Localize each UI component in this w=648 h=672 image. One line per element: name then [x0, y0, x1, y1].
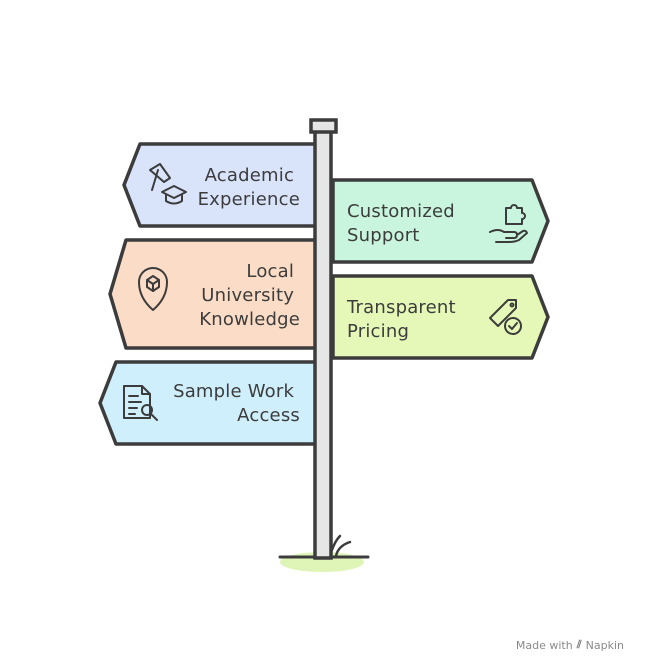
sign-customized-support-line-1: Customized [347, 201, 455, 222]
sign-academic-experience-line-1: Academic [205, 165, 294, 186]
sign-local-university-knowledge-text: Local University Knowledge [199, 261, 300, 330]
watermark-brand: Napkin [585, 638, 624, 652]
sign-sample-work-access: Sample Work Access [98, 360, 324, 446]
graduation-icon [149, 163, 187, 205]
sign-local-university-knowledge-line-1: Local [246, 261, 294, 282]
watermark: Made with ⫽ Napkin [516, 638, 624, 652]
sign-local-university-knowledge-line-3: Knowledge [199, 309, 300, 330]
sign-transparent-pricing-text: Transparent Pricing [346, 297, 462, 342]
sign-sample-work-access-line-1: Sample Work [173, 381, 294, 402]
napkin-logo-icon: ⫽ [576, 638, 582, 651]
sign-local-university-knowledge: Local University Knowledge [108, 238, 324, 350]
sign-academic-experience-line-2: Experience [198, 189, 300, 210]
puzzle-hand-icon [489, 204, 528, 243]
sign-customized-support-line-2: Support [347, 225, 420, 246]
sign-sample-work-access-line-2: Access [237, 405, 300, 426]
sign-transparent-pricing-line-2: Pricing [347, 321, 409, 342]
sign-academic-experience-text: Academic Experience [198, 165, 300, 210]
sign-local-university-knowledge-line-2: University [201, 285, 294, 306]
sign-transparent-pricing-line-1: Transparent [346, 297, 456, 318]
sign-customized-support-text: Customized Support [347, 201, 461, 246]
sign-academic-experience: Academic Experience [122, 142, 324, 228]
price-tag-check-icon [489, 299, 522, 335]
sign-transparent-pricing: Transparent Pricing [331, 274, 550, 360]
watermark-prefix: Made with [515, 638, 573, 652]
location-pin-icon [138, 267, 168, 311]
sign-sample-work-access-text: Sample Work Access [173, 381, 300, 426]
signpost-pole [309, 118, 338, 560]
sign-customized-support: Customized Support [331, 178, 550, 264]
document-search-icon [123, 385, 158, 421]
